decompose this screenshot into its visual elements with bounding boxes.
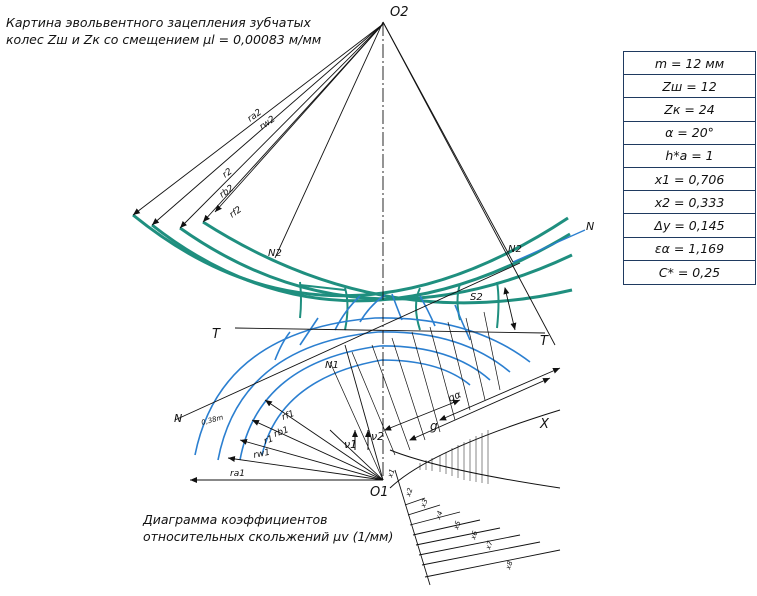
construction-lines [174,21,556,480]
sliding-construction-lines [329,311,501,481]
label-x7: x7 [484,539,495,551]
title-line-1: Картина эвольвентного зацепления зубчаты… [6,15,311,30]
label-rf2: rf2 [228,205,244,221]
line-of-action-n-top [512,229,586,263]
line-o2-right-2 [382,21,556,346]
param-addendum-coefficient: h*a = 1 [624,145,755,168]
param-clearance: C* = 0,25 [658,264,721,280]
param-teeth-pinion: Zш = 12 [624,75,755,99]
line-of-action [174,262,521,421]
pinion-dedendum-circle [261,359,471,456]
pinion-addendum-circle [194,317,531,456]
drawing-labels: O2 O1 T T N N N2 N2 N1 ra2 rw2 r2 rb2 rf… [174,5,594,572]
dimension-lines [384,287,561,586]
label-n2-left: N2 [268,248,282,259]
label-rw1: rw1 [253,448,272,461]
label-t-right: T [540,334,549,349]
label-s2: S2 [470,292,483,303]
label-t-left: T [212,327,221,342]
param-module: m = 12 мм [624,52,755,76]
label-rf1: rf1 [281,409,296,423]
label-ga: gα [447,389,464,404]
label-x1: x1 [386,468,397,480]
pinion-base-circle [239,345,491,461]
label-n1: N1 [325,360,339,371]
label-x-axis: X [539,417,550,432]
label-r1: r1 [263,434,275,447]
pinion-teeth [274,293,471,361]
sliding-diagram [389,409,561,489]
pinion-radius-arrows [190,344,384,483]
caption-line-1: Диаграмма коэффициентов [143,512,328,527]
label-ra1: ra1 [230,469,245,479]
label-o2: O2 [390,5,409,20]
label-v2: ν2 [371,430,384,443]
label-x6: x6 [469,529,480,541]
pinion-circles [194,317,531,461]
param-shift-x2: x2 = 0,333 [624,191,755,215]
title-line-2: колес Zш и Zк со смещением μl = 0,00083 … [6,32,322,47]
line-o2-left [274,21,384,259]
parameters-table: m = 12 мм Zш = 12 Zк = 24 α = 20° h*a = … [623,51,756,285]
param-teeth-wheel: Zк = 24 [624,98,755,122]
pinion-pitch-circle [217,331,511,461]
label-x3: x3 [419,498,430,510]
label-rb2: rb2 [218,183,236,200]
label-r2: r2 [221,167,235,181]
label-x2: x2 [404,486,415,498]
drawing-title: Картина эвольвентного зацепления зубчаты… [6,14,321,48]
wheel-radius-arrows [132,23,384,229]
sliding-curve-1 [389,409,561,489]
wheel-circles [132,213,573,305]
param-shift-x1: x1 = 0,706 [624,168,755,192]
wheel-base-circle [179,226,573,301]
tangent-line [234,327,546,334]
wheel-pitch-circle [151,223,571,303]
label-x8: x8 [504,559,515,571]
param-contact-ratio: εα = 1,169 [624,238,755,261]
label-x4: x4 [434,510,445,522]
diagram-caption: Диаграмма коэффициентов относительных ск… [143,511,393,545]
sliding-curve-2 [389,449,561,489]
param-pressure-angle: α = 20° [624,122,755,145]
caption-line-2: относительных скольжений μv (1/мм) [143,529,394,544]
label-n-bottom-left: N [174,412,182,425]
label-n-top-right: N [586,220,594,233]
label-g: g [430,419,438,433]
label-v1: ν1 [344,438,357,451]
velocity-arrows [352,430,371,450]
label-038m: 0,38m [200,413,224,427]
label-rb1: rb1 [273,425,291,440]
label-n2-right: N2 [508,244,522,255]
label-x5: x5 [452,519,463,531]
param-delta-y: Δy = 0,145 [624,214,755,238]
label-o1: O1 [370,485,389,500]
